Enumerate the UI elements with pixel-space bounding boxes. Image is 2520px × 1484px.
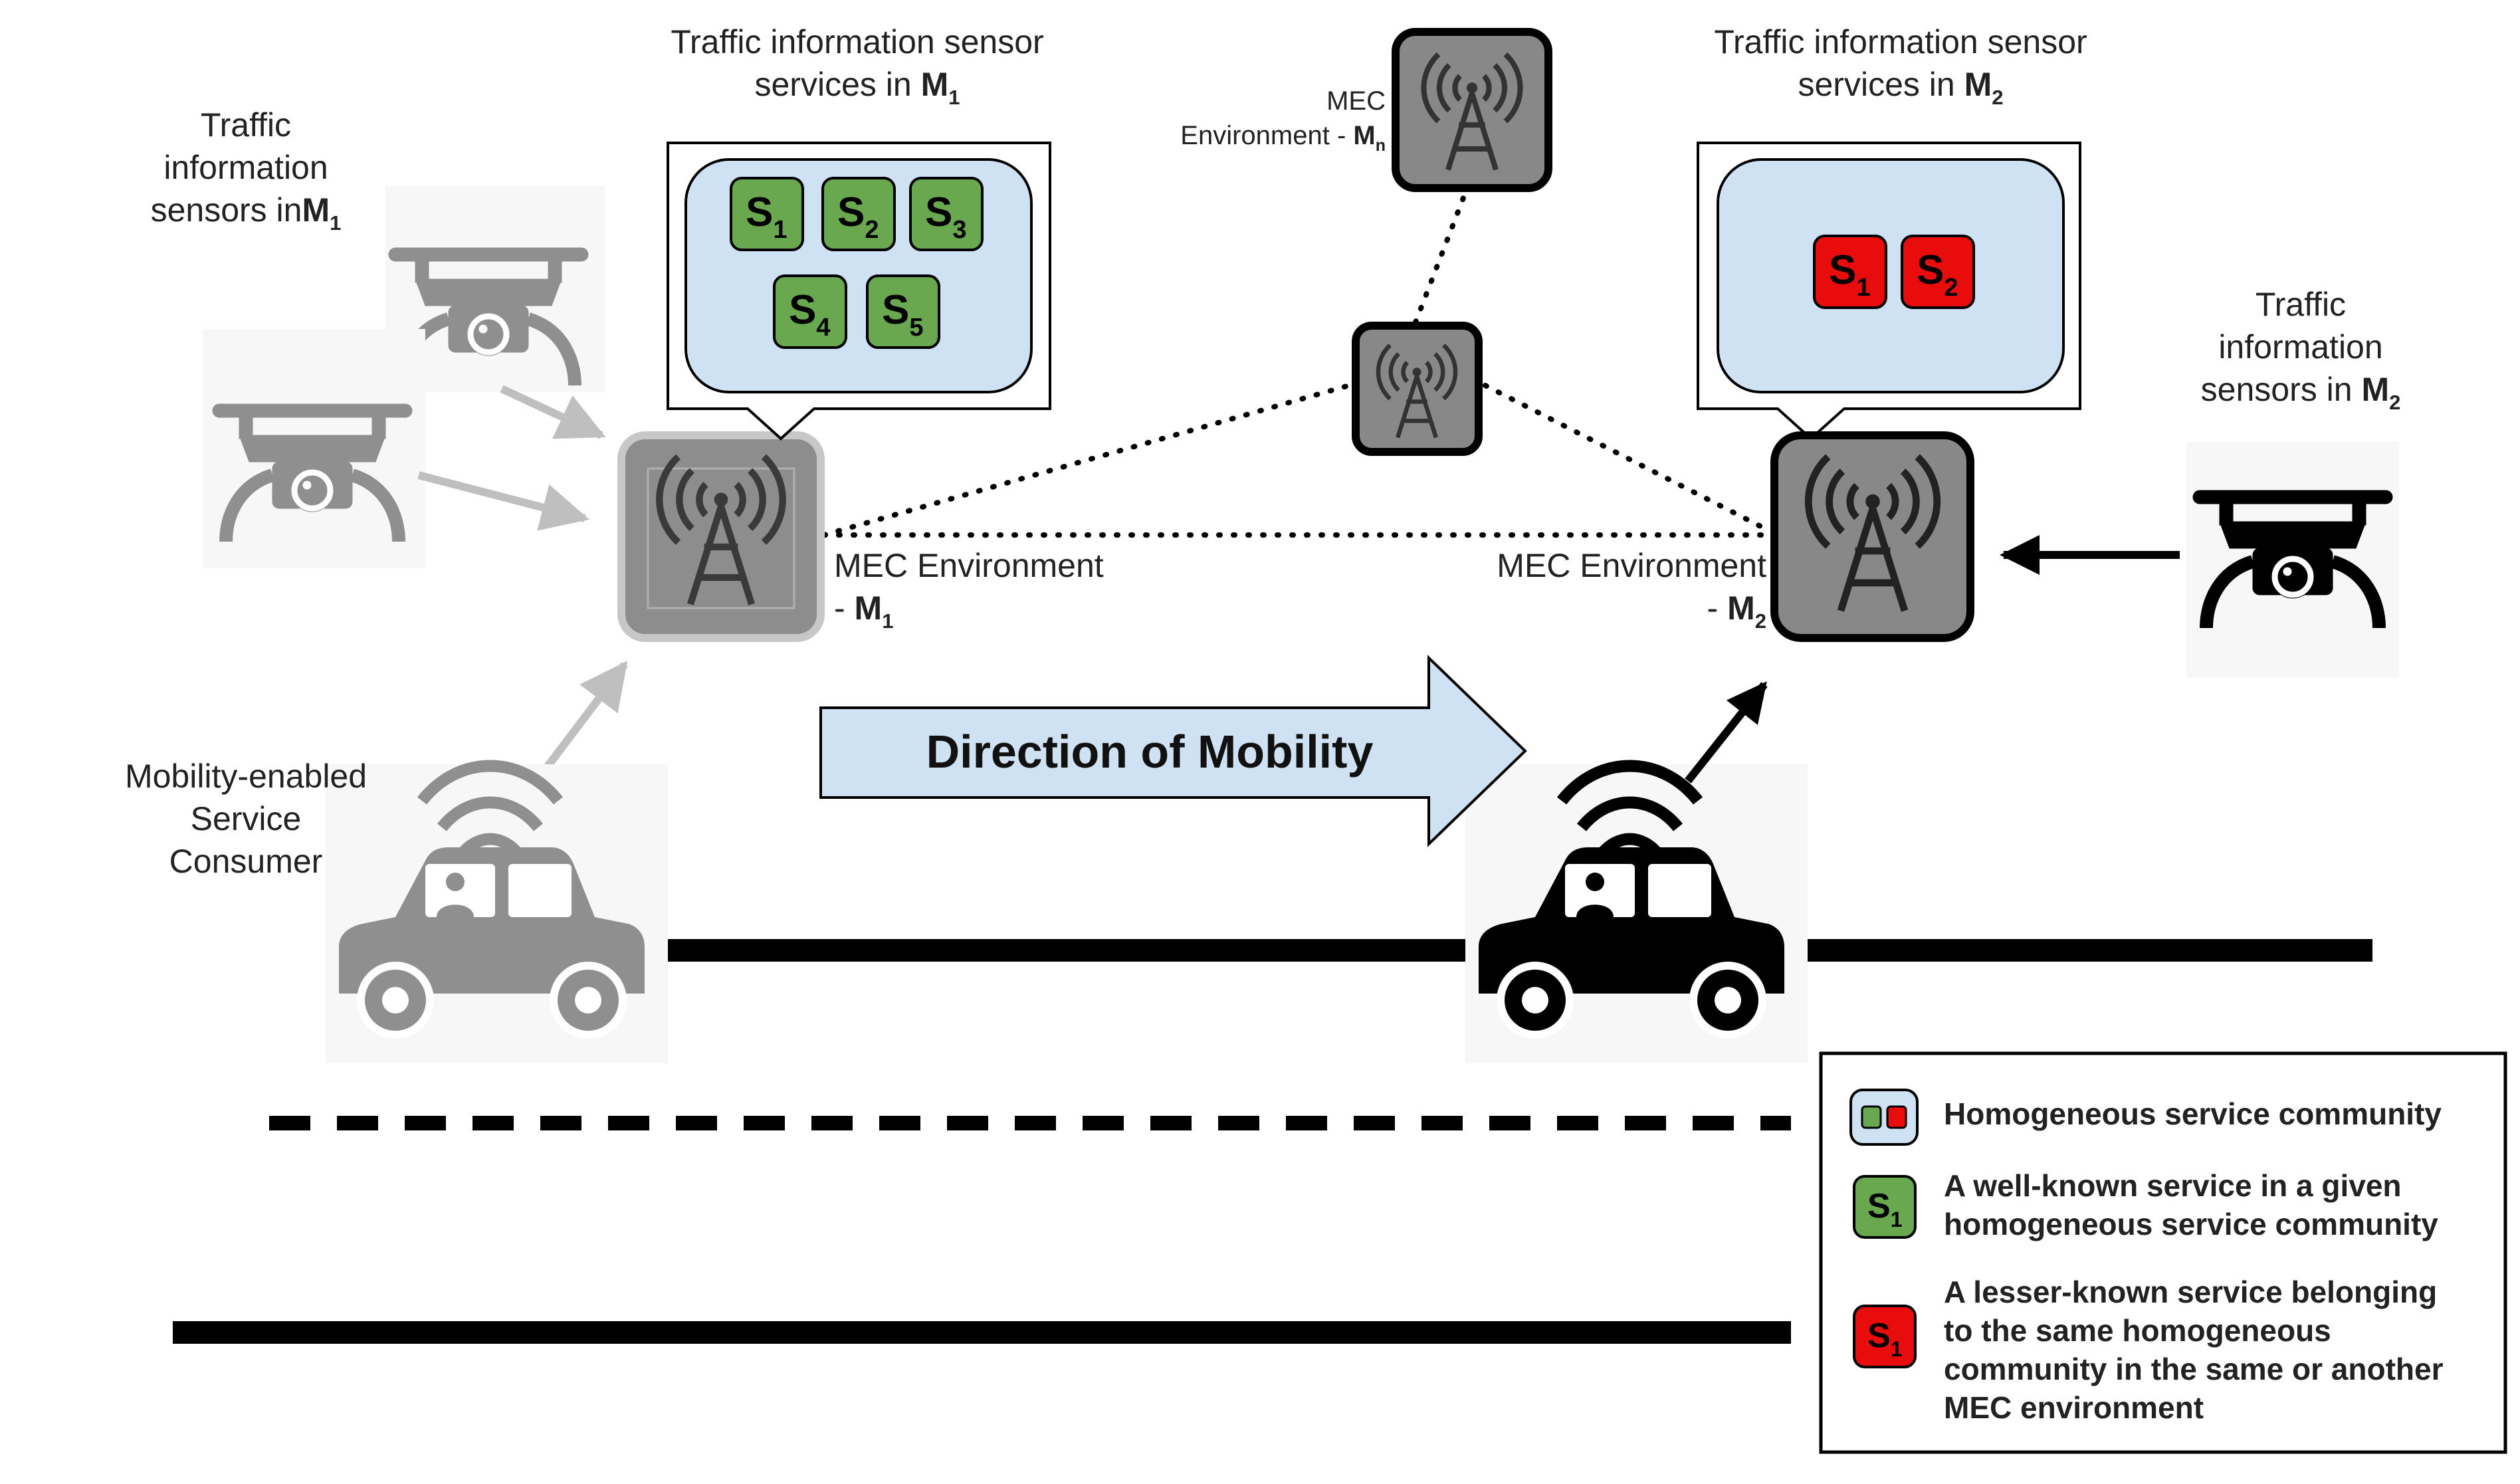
link-m1-hub: [821, 383, 1352, 538]
arrow-drone-a-to-m1: [500, 385, 606, 439]
mec-m1-tower: [617, 431, 825, 642]
arrow-car-to-m1: [538, 661, 628, 777]
mec-links: [821, 190, 1774, 538]
mec-mn-tower: [1392, 28, 1552, 192]
mec-m1-label: MEC Environment- M1​: [834, 547, 1104, 633]
svg-text:S1: S1: [1829, 247, 1871, 302]
community-m2: [1717, 158, 2065, 393]
callout-m2: S1 S2: [1697, 142, 2081, 441]
legend-lesser-known-swatch: S1: [1853, 1305, 1917, 1368]
mec-m2-tower: [1770, 431, 1974, 642]
svg-text:S4: S4: [789, 287, 831, 342]
link-hub-mn: [1413, 190, 1468, 325]
service-tile-s2: S2: [1901, 235, 1975, 309]
legend-well-known-swatch: S1: [1853, 1175, 1917, 1239]
legend-community-swatch: [1849, 1089, 1919, 1146]
services-m2: S1 S2: [1813, 235, 1975, 309]
svg-text:S1: S1: [1867, 1187, 1902, 1231]
road: [173, 939, 2372, 1344]
svg-text:S2: S2: [1917, 247, 1958, 302]
service-tile-s4: S4: [773, 274, 847, 349]
service-tile-s2: S2: [821, 177, 896, 251]
service-tile-s5: S5: [866, 274, 940, 349]
direction-arrow: Direction of Mobility: [819, 655, 1527, 847]
mec-m2-label: MEC Environment- M2​: [1497, 547, 1766, 633]
service-tile-s1: S1: [1813, 235, 1887, 309]
link-hub-m2: [1483, 383, 1774, 534]
svg-text:S2: S2: [837, 189, 879, 244]
mec-hub-tower: [1352, 322, 1483, 456]
svg-text:S1: S1: [746, 189, 788, 244]
direction-label: Direction of Mobility: [926, 726, 1374, 778]
service-tile-s1: S1: [730, 177, 804, 251]
svg-text:S1: S1: [1867, 1317, 1902, 1361]
service-tile-s3: S3: [909, 177, 984, 251]
legend-box: [1819, 1051, 2507, 1454]
svg-text:S3: S3: [925, 189, 967, 244]
legend: Homogeneous service community S1 A well-…: [1819, 1051, 2507, 1454]
arrow-car-to-m2: [1685, 681, 1768, 784]
arrow-drone-b-to-m1: [417, 471, 589, 531]
legend-community-text: Homogeneous service community: [1944, 1097, 2442, 1131]
svg-text:S5: S5: [882, 287, 924, 342]
